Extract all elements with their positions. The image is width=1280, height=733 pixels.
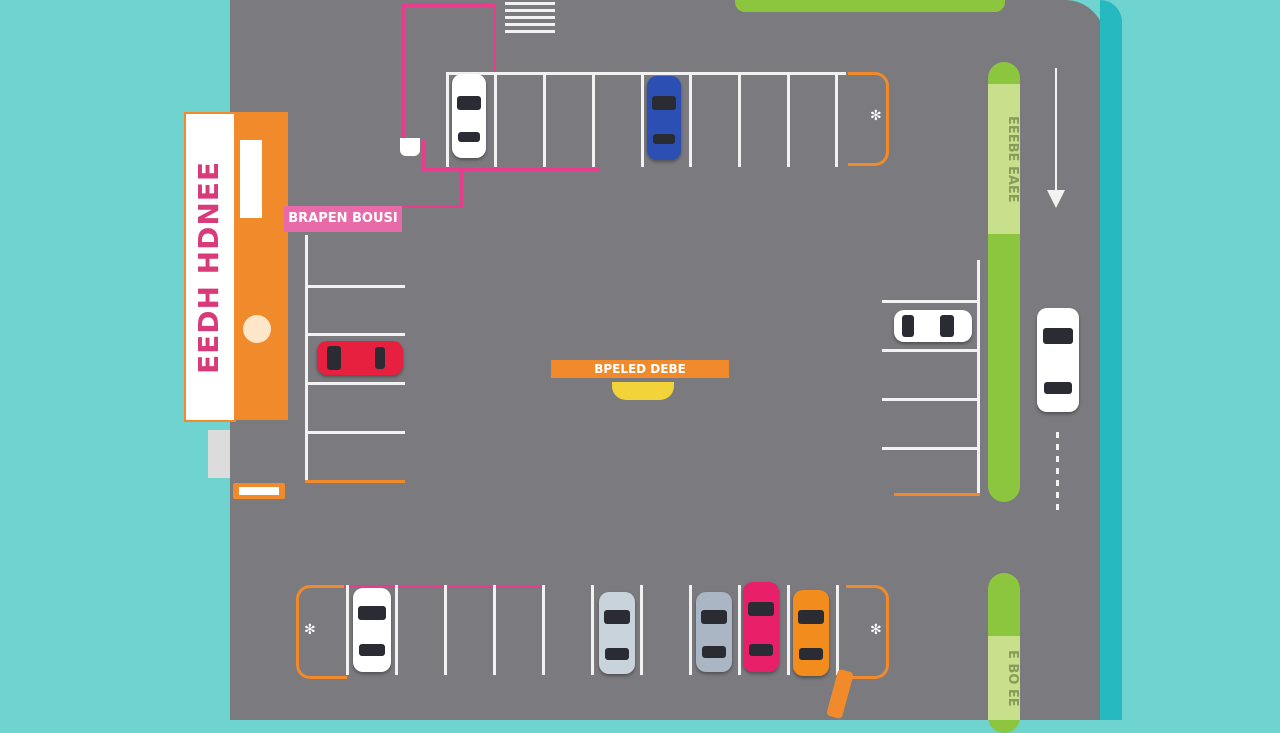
top-green-strip (735, 0, 1005, 12)
logo-icon (243, 315, 271, 343)
parking-row-bottom (346, 585, 846, 675)
lot-edge-water (1100, 0, 1122, 720)
green-strip-label: ЕЕЕВЕ ЕАЕЕ (988, 84, 1020, 234)
white-car-right[interactable] (894, 310, 972, 342)
pink-walkway (422, 168, 600, 171)
curb-top-right (848, 72, 889, 166)
side-box (208, 430, 230, 478)
grey-car-bottom[interactable] (696, 592, 732, 672)
pink-walkway (402, 4, 496, 7)
center-tray (612, 382, 674, 400)
orange-car-bottom[interactable] (793, 590, 829, 676)
pink-banner: BRAPEN BOUSI (284, 206, 402, 232)
center-banner: BPELED DEBE (551, 360, 729, 378)
pink-walkway (344, 585, 542, 588)
red-car-left[interactable] (317, 341, 403, 375)
white-car-top[interactable] (452, 74, 486, 158)
bike-icon: ✻ (870, 622, 882, 638)
pink-walkway (400, 205, 463, 208)
parking-row-right (882, 260, 980, 500)
green-strip-bottom-label: Е ВО ЕЕ (988, 636, 1020, 720)
pink-car-bottom[interactable] (743, 582, 779, 672)
blue-car-top[interactable] (647, 76, 681, 160)
pink-walkway (422, 140, 425, 170)
curb-bottom-right (846, 585, 889, 679)
building-sign: EEDH HDNEE BOHDHCIOU BOHHDE (184, 112, 236, 422)
pink-walkway (493, 4, 496, 74)
bike-icon: ✻ (870, 108, 882, 124)
silver-car-bottom[interactable] (599, 592, 635, 674)
bike-icon: ✻ (304, 622, 316, 638)
crosswalk-icon (505, 2, 555, 34)
curb-bottom-left (296, 585, 347, 679)
parking-row-top (446, 72, 846, 167)
white-car-bottom[interactable] (353, 588, 391, 672)
entrance-sign (233, 483, 285, 499)
white-car-road[interactable] (1037, 308, 1079, 412)
white-marker (400, 138, 420, 156)
pink-walkway (402, 4, 405, 144)
pink-walkway (460, 170, 463, 208)
parking-row-left (305, 235, 405, 485)
down-arrow-icon (1046, 68, 1066, 213)
building-window (240, 140, 262, 218)
lane-dashes (1056, 432, 1059, 512)
